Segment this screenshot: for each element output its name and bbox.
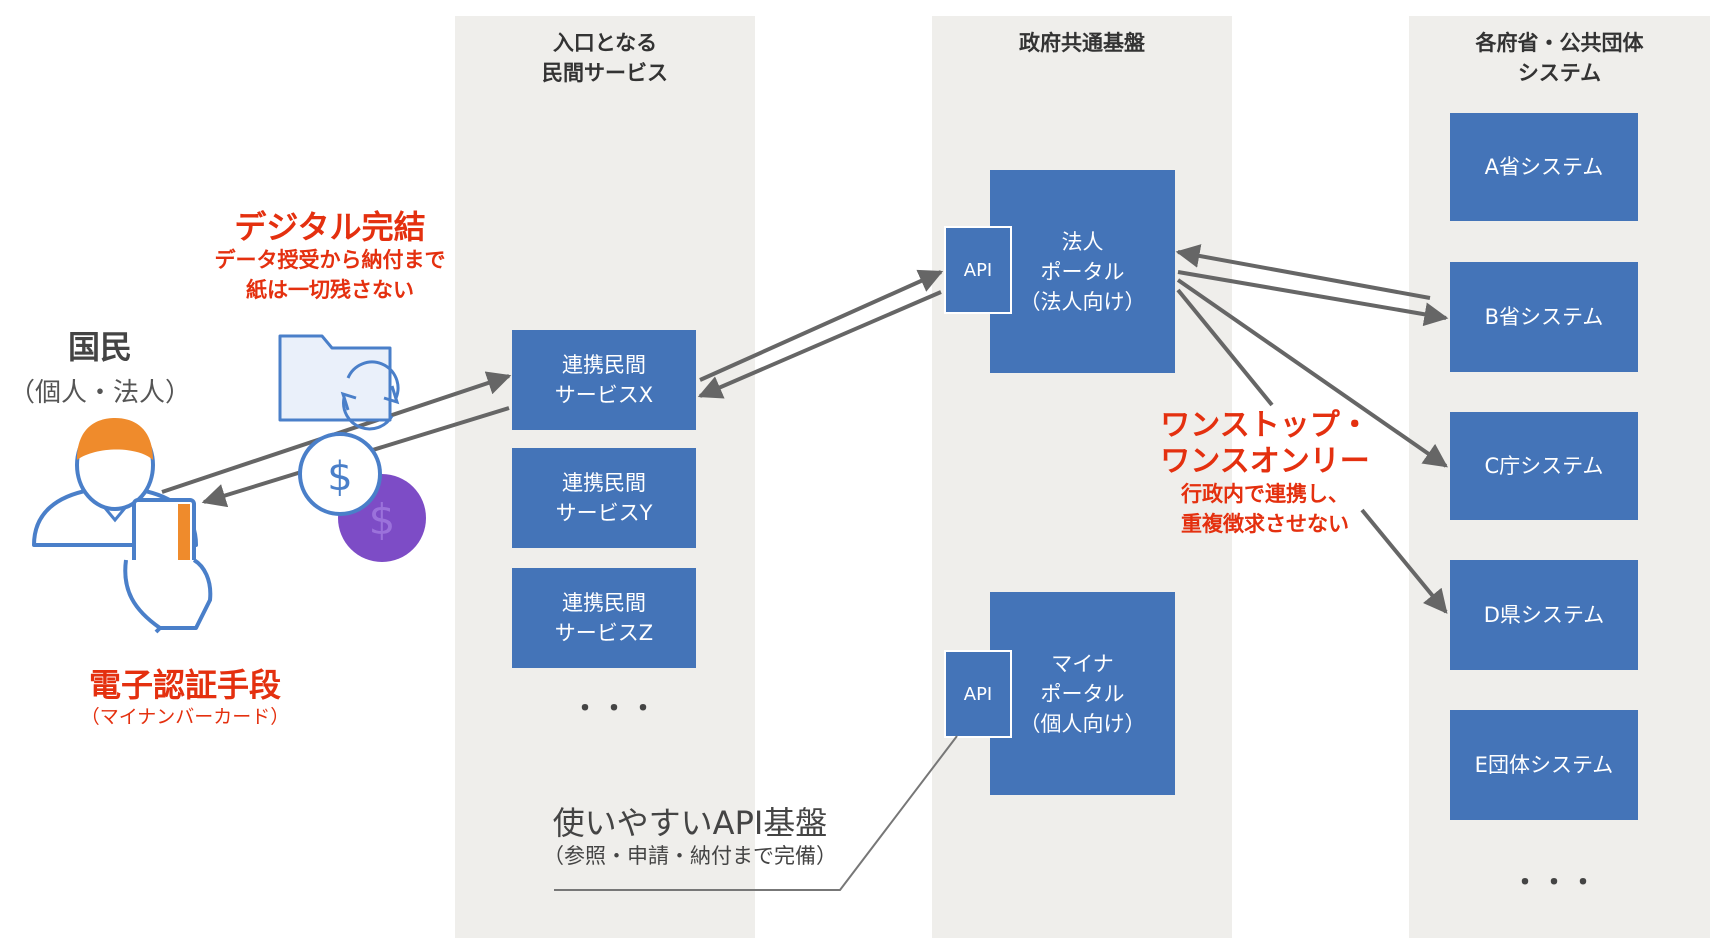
arrow-system-b-to-portal — [1175, 244, 1431, 300]
api-platform-connector — [554, 735, 958, 891]
coin-icon: $ $ — [298, 432, 426, 562]
citizen-title: 国民 — [67, 328, 132, 366]
column-title-ministries: 各府省・公共団体 システム — [1475, 31, 1644, 85]
arrow-portal-to-system-d-upper — [1176, 288, 1274, 407]
private-service-z[interactable]: 連携民間 サービスZ — [512, 568, 696, 668]
arrow-portal-to-system-c — [1176, 278, 1448, 468]
digital-line2: 紙は一切残さない — [246, 278, 414, 302]
onestop-line2: 重複徴求させない — [1181, 512, 1349, 536]
corporate-portal-api[interactable]: API — [944, 226, 1012, 314]
myna-portal-api[interactable]: API — [944, 650, 1012, 738]
system-c[interactable]: C庁システム — [1450, 412, 1638, 520]
svg-text:$: $ — [369, 495, 396, 544]
onestop-line1: 行政内で連携し、 — [1181, 482, 1349, 506]
system-a[interactable]: A省システム — [1450, 113, 1638, 221]
digital-title: デジタル完結 — [234, 208, 426, 246]
systems-more: ・・・ — [1512, 868, 1600, 898]
column-title-gov: 政府共通基盤 — [1019, 31, 1145, 55]
auth-title: 電子認証手段 — [88, 666, 281, 704]
digital-line1: データ授受から納付まで — [214, 248, 446, 272]
person-with-card-icon — [32, 418, 213, 634]
citizen-subtitle: （個人・法人） — [8, 378, 191, 408]
folder-sync-icon — [278, 334, 400, 431]
svg-text:$: $ — [327, 454, 352, 500]
column-title-private: 入口となる 民間サービス — [542, 31, 668, 85]
arrow-service-to-api — [699, 269, 944, 382]
arrow-api-to-service — [697, 290, 942, 399]
system-e[interactable]: E団体システム — [1450, 710, 1638, 820]
private-service-y[interactable]: 連携民間 サービスY — [512, 448, 696, 548]
auth-subtitle: （マイナンバーカード） — [80, 706, 290, 728]
onestop-title2: ワンスオンリー — [1160, 444, 1370, 479]
arrow-portal-to-system-b — [1177, 270, 1449, 327]
arrow-portal-to-system-d — [1360, 508, 1448, 614]
api-platform-subtitle: （参照・申請・納付まで完備） — [543, 844, 837, 868]
private-services-more: ・・・ — [572, 694, 660, 724]
myna-portal[interactable]: マイナ ポータル （個人向け） — [990, 592, 1175, 795]
onestop-title1: ワンストップ・ — [1160, 408, 1370, 443]
api-platform-title: 使いやすいAPI基盤 — [552, 804, 828, 842]
corporate-portal[interactable]: 法人 ポータル （法人向け） — [990, 170, 1175, 373]
private-service-x[interactable]: 連携民間 サービスX — [512, 330, 696, 430]
system-b[interactable]: B省システム — [1450, 262, 1638, 372]
system-d[interactable]: D県システム — [1450, 560, 1638, 670]
